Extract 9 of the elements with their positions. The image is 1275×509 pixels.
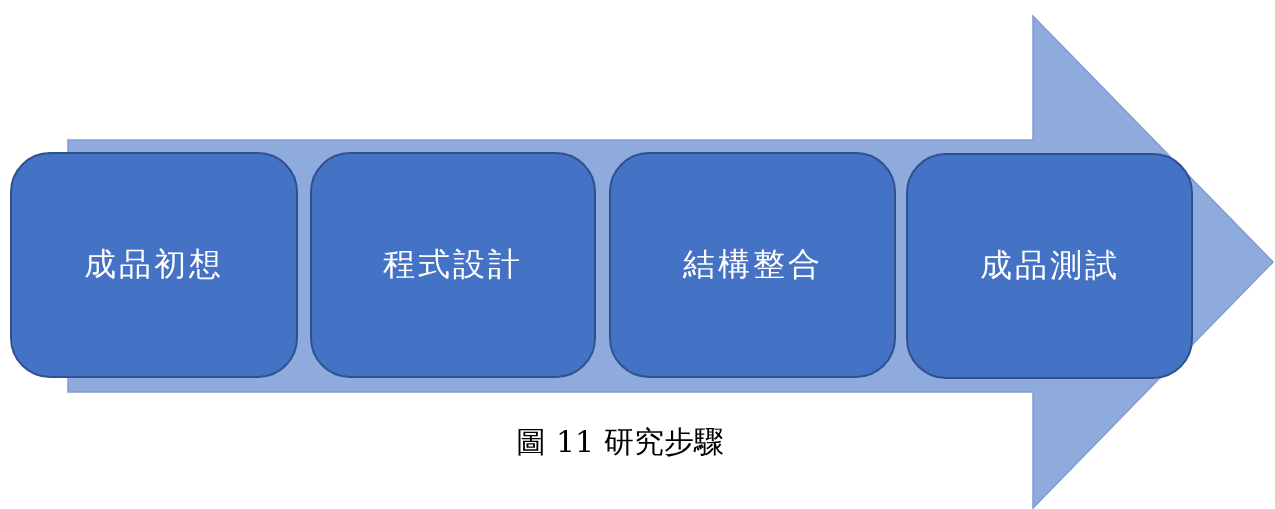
step-label: 結構整合	[682, 244, 823, 285]
process-box	[906, 153, 1193, 379]
step-label: 成品初想	[84, 244, 224, 285]
step-label: 程式設計	[383, 244, 523, 285]
caption: 圖 11 研究步驟	[516, 424, 724, 459]
process-box	[310, 152, 596, 378]
process-box	[609, 152, 896, 378]
process-box	[10, 152, 298, 378]
step-label: 成品測試	[979, 245, 1120, 286]
